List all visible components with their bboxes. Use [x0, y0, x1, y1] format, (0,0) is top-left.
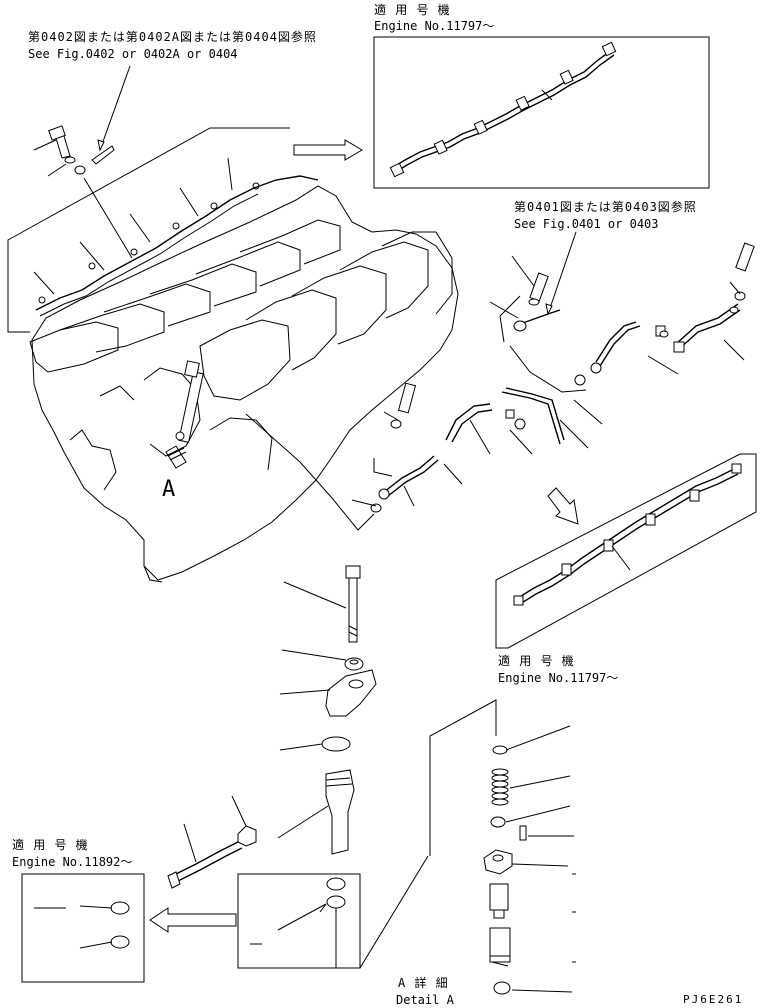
arrow-to-right-inset — [547, 487, 579, 525]
inset-right-fuel-pipe — [495, 453, 757, 649]
leader-lines-left — [33, 139, 233, 295]
inset-left-orings — [21, 873, 145, 983]
ref-fig0402-en: See Fig.0402 or 0402A or 0404 — [28, 47, 238, 61]
injector-clamp-stack — [167, 565, 377, 889]
ref-arrow-fig0401 — [545, 231, 577, 316]
drawing-code: PJ6E261 — [683, 993, 744, 1006]
bracket-left-pipe — [7, 127, 290, 333]
injector-in-block — [165, 360, 204, 469]
engine-block — [29, 182, 459, 583]
ref-fig0401-en: See Fig.0401 or 0403 — [514, 217, 659, 231]
fuel-pipe-left-bank — [35, 175, 319, 317]
applicability-left-en: Engine No.11892～ — [12, 855, 133, 869]
ref-fig0401-ja: 第0401図または第0403図参照 — [514, 200, 697, 214]
applicability-top-ja: 適 用 号 機 — [374, 3, 451, 17]
applicability-right-ja: 適 用 号 機 — [498, 654, 575, 668]
arrow-to-left-inset — [149, 907, 237, 933]
applicability-left-ja: 適 用 号 機 — [12, 838, 89, 852]
ref-arrow-fig0402 — [97, 65, 131, 152]
fuel-pipe-right-bank — [245, 242, 755, 531]
ref-fig0402-ja: 第0402図または第0402A図または第0404図参照 — [28, 30, 317, 44]
detail-a-title-en: Detail A — [396, 993, 454, 1007]
inset-center-orings — [237, 855, 429, 969]
detail-a-exploded — [429, 699, 576, 995]
applicability-right-en: Engine No.11797～ — [498, 671, 619, 685]
inset-top-fuel-pipe — [373, 36, 710, 189]
detail-a-title-ja: A 詳 細 — [398, 976, 449, 990]
bolt-top-left — [48, 125, 115, 175]
arrow-to-top-inset — [293, 139, 363, 161]
applicability-top-en: Engine No.11797～ — [374, 19, 495, 33]
detail-a-marker: A — [162, 477, 176, 502]
